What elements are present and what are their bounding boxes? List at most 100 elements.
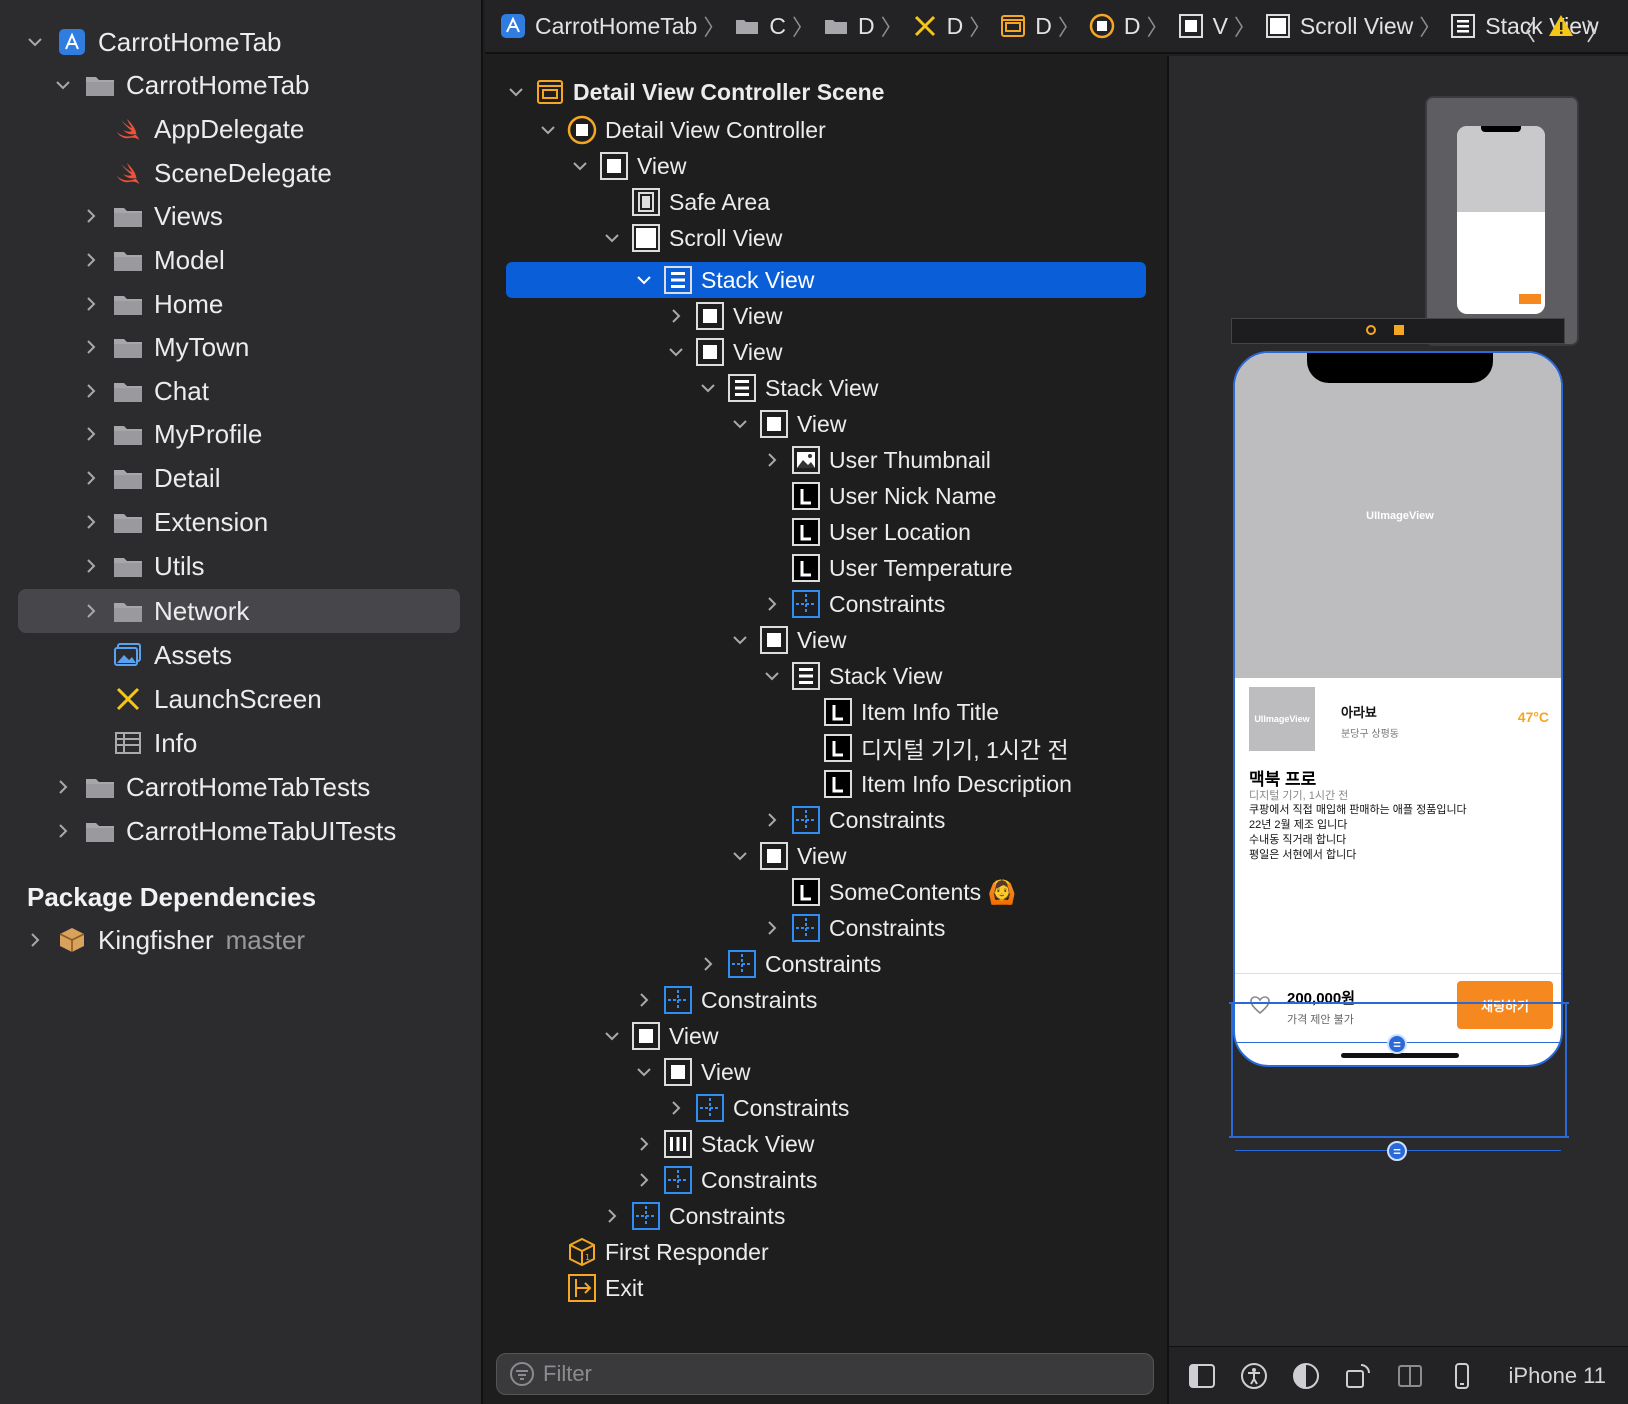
chevron-right-icon[interactable] [665, 1097, 687, 1119]
item-info-description[interactable]: 쿠팡에서 직접 매입해 판매하는 애플 정품입니다 22년 2월 제조 입니다 … [1249, 803, 1467, 863]
chevron-right-icon[interactable] [80, 467, 102, 489]
navigator-item-info[interactable]: Info [80, 723, 197, 763]
chat-button[interactable]: 채팅하기 [1457, 981, 1553, 1029]
user-temperature[interactable]: 47°C [1517, 709, 1549, 725]
chevron-right-icon[interactable] [80, 249, 102, 271]
chevron-right-icon[interactable]: 〉 [1586, 19, 1610, 46]
chevron-down-icon[interactable] [729, 845, 751, 867]
jump-bar-segment-scene[interactable]: D [999, 12, 1052, 40]
chevron-right-icon[interactable] [80, 511, 102, 533]
outline-row-user-thumbnail[interactable]: User Thumbnail [761, 442, 991, 478]
chevron-right-icon[interactable] [601, 1205, 623, 1227]
chevron-right-icon[interactable] [80, 423, 102, 445]
outline-row-view[interactable]: View [729, 406, 846, 442]
user-thumbnail[interactable]: UIImageView [1249, 687, 1315, 751]
chevron-right-icon[interactable] [80, 205, 102, 227]
navigator-item-launchscreen[interactable]: LaunchScreen [80, 679, 322, 719]
item-info-title[interactable]: 맥북 프로 [1249, 770, 1317, 789]
equal-constraint-handle[interactable]: = [1387, 1034, 1407, 1054]
device-icon[interactable] [1447, 1361, 1477, 1391]
chevron-right-icon[interactable] [761, 449, 783, 471]
navigator-item-extension[interactable]: Extension [80, 502, 268, 542]
jump-bar-segment-view[interactable]: V [1177, 12, 1228, 40]
outline-row-1[interactable]: 디지털 기기, 1시간 전 [793, 730, 1069, 766]
outline-row-constraints[interactable]: Constraints [761, 910, 945, 946]
chevron-down-icon[interactable] [52, 74, 74, 96]
outline-row-stack-view[interactable]: Stack View [761, 658, 942, 694]
toggle-outline-icon[interactable] [1187, 1361, 1217, 1391]
navigator-item-scenedelegate[interactable]: SceneDelegate [80, 153, 332, 193]
jump-bar-segment-storyboard[interactable]: D [911, 12, 963, 40]
navigator-item-chat[interactable]: Chat [80, 371, 209, 411]
user-location[interactable]: 분당구 상평동 [1341, 729, 1399, 740]
interface-builder-canvas[interactable]: UIImageView UIImageView 아라뵤 분당구 상평동 47°C… [1167, 56, 1628, 1346]
navigator-item-views[interactable]: Views [80, 196, 223, 236]
item-image-view[interactable]: UIImageView [1235, 353, 1561, 678]
outline-row-constraints[interactable]: Constraints [633, 1162, 817, 1198]
outline-row-detail-view-controller[interactable]: Detail View Controller [537, 112, 826, 148]
outline-row-detail-view-controller-scene[interactable]: Detail View Controller Scene [505, 74, 884, 110]
chevron-right-icon[interactable] [761, 593, 783, 615]
navigator-item-carrothometabtests[interactable]: CarrotHomeTabTests [52, 767, 370, 807]
scene-dock-first-responder-icon[interactable] [1394, 325, 1404, 335]
chevron-right-icon[interactable] [633, 1133, 655, 1155]
device-preview[interactable]: UIImageView UIImageView 아라뵤 분당구 상평동 47°C… [1233, 351, 1563, 1067]
appearance-icon[interactable] [1291, 1361, 1321, 1391]
chevron-down-icon[interactable] [601, 227, 623, 249]
chevron-down-icon[interactable] [633, 1061, 655, 1083]
outline-row-stack-view[interactable]: Stack View [633, 262, 814, 298]
outline-row-constraints[interactable]: Constraints [761, 586, 945, 622]
navigator-item-carrothometab[interactable]: CarrotHomeTab [24, 22, 282, 62]
item-price[interactable]: 200,000원 [1287, 990, 1356, 1007]
scene-dock-view-controller-icon[interactable] [1366, 325, 1376, 335]
chevron-right-icon[interactable] [633, 989, 655, 1011]
navigator-item-appdelegate[interactable]: AppDelegate [80, 109, 304, 149]
chevron-down-icon[interactable] [697, 377, 719, 399]
chevron-down-icon[interactable] [761, 665, 783, 687]
chevron-down-icon[interactable] [729, 629, 751, 651]
navigator-item-carrothometabuitests[interactable]: CarrotHomeTabUITests [52, 811, 396, 851]
device-selector[interactable]: iPhone 11 [1508, 1362, 1606, 1388]
user-nick-name[interactable]: 아라뵤 [1341, 705, 1377, 720]
outline-row-view[interactable]: View [633, 1054, 750, 1090]
outline-row-view[interactable]: View [729, 622, 846, 658]
scene-minimap[interactable] [1425, 96, 1579, 346]
outline-row-view[interactable]: View [665, 298, 782, 334]
outline-row-somecontents[interactable]: SomeContents 🙆 [761, 874, 1016, 910]
chevron-down-icon[interactable] [24, 31, 46, 53]
outline-row-constraints[interactable]: Constraints [697, 946, 881, 982]
split-view-icon[interactable] [1395, 1361, 1425, 1391]
chevron-right-icon[interactable] [80, 336, 102, 358]
outline-row-item-info-title[interactable]: Item Info Title [793, 694, 999, 730]
outline-row-view[interactable]: View [729, 838, 846, 874]
chevron-right-icon[interactable] [761, 917, 783, 939]
outline-row-constraints[interactable]: Constraints [665, 1090, 849, 1126]
chevron-down-icon[interactable] [601, 1025, 623, 1047]
equal-constraint-handle[interactable]: = [1387, 1141, 1407, 1161]
chevron-right-icon[interactable] [665, 305, 687, 327]
warning-icon[interactable] [1548, 13, 1574, 46]
chevron-down-icon[interactable] [537, 119, 559, 141]
outline-filter-field[interactable]: Filter [496, 1353, 1154, 1395]
item-category-time[interactable]: 디지털 기기, 1시간 전 [1249, 790, 1349, 802]
navigator-item-assets[interactable]: Assets [80, 635, 232, 675]
outline-row-exit[interactable]: Exit [537, 1270, 643, 1306]
chevron-right-icon[interactable] [52, 820, 74, 842]
outline-row-view[interactable]: View [569, 148, 686, 184]
chevron-right-icon[interactable] [80, 380, 102, 402]
outline-row-constraints[interactable]: Constraints [761, 802, 945, 838]
chevron-right-icon[interactable] [80, 600, 102, 622]
chevron-left-icon[interactable]: 〈 [1512, 19, 1536, 46]
navigator-item-network[interactable]: Network [80, 591, 249, 631]
chevron-right-icon[interactable] [24, 929, 46, 951]
outline-row-constraints[interactable]: Constraints [601, 1198, 785, 1234]
outline-row-view[interactable]: View [601, 1018, 718, 1054]
chevron-right-icon[interactable] [761, 809, 783, 831]
chevron-right-icon[interactable] [80, 293, 102, 315]
chevron-down-icon[interactable] [729, 413, 751, 435]
navigator-item-model[interactable]: Model [80, 240, 225, 280]
outline-row-constraints[interactable]: Constraints [633, 982, 817, 1018]
chevron-down-icon[interactable] [633, 269, 655, 291]
outline-row-user-nick-name[interactable]: User Nick Name [761, 478, 996, 514]
navigator-item-mytown[interactable]: MyTown [80, 327, 249, 367]
